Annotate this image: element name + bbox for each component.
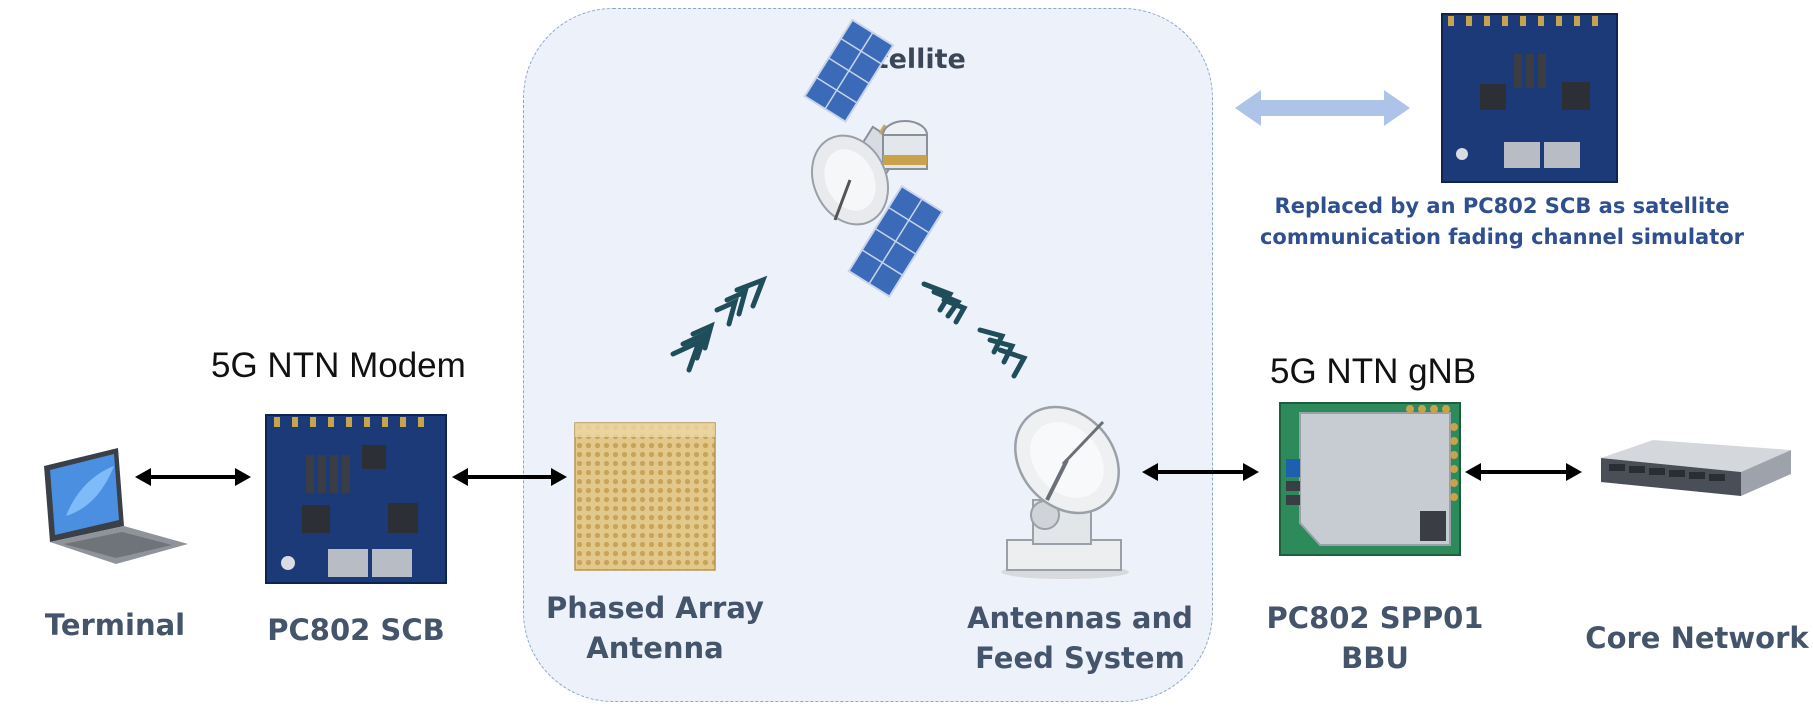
pcb-board-simulator-icon	[1441, 13, 1618, 183]
antennas-feed-label-line1: Antennas and	[967, 601, 1193, 635]
antennas-feed-label: Antennas and Feed System	[955, 598, 1205, 678]
ground-dish-icon	[1001, 405, 1129, 579]
note-line-2: communication fading channel simulator	[1259, 225, 1745, 249]
space-segment-box	[523, 8, 1213, 702]
server-rack-icon	[1601, 440, 1791, 496]
laptop-icon	[44, 448, 188, 564]
bbu-label-line2: BBU	[1341, 641, 1409, 675]
link-arrow-bbu-core-icon	[1465, 463, 1582, 481]
link-arrow-terminal-scb-icon	[135, 468, 251, 486]
core-network-label: Core Network	[1585, 621, 1809, 655]
replacement-note: Replaced by an PC802 SCB as satellite co…	[1242, 191, 1762, 253]
link-arrow-scb-phased-icon	[452, 468, 567, 486]
satellite-icon	[803, 18, 944, 298]
bbu-board-icon	[1279, 402, 1461, 556]
phased-array-label-line1: Phased Array	[546, 591, 764, 625]
phased-array-label-line2: Antenna	[586, 631, 724, 665]
scb-label: PC802 SCB	[267, 613, 445, 647]
signal-chevrons-uplink-icon	[670, 275, 768, 373]
link-arrow-dish-bbu-icon	[1142, 463, 1259, 481]
terminal-label: Terminal	[44, 608, 186, 642]
signal-chevrons-downlink-icon	[921, 281, 1028, 379]
modem-heading: 5G NTN Modem	[211, 346, 466, 385]
phased-array-panel-icon	[574, 422, 716, 571]
phased-array-label: Phased Array Antenna	[535, 588, 775, 668]
gnb-heading: 5G NTN gNB	[1270, 352, 1477, 391]
note-line-1: Replaced by an PC802 SCB as satellite	[1274, 194, 1730, 218]
replacement-double-arrow-icon	[1235, 90, 1410, 126]
bbu-label-line1: PC802 SPP01	[1266, 601, 1484, 635]
pcb-board-modem-icon	[265, 414, 447, 584]
antennas-feed-label-line2: Feed System	[975, 641, 1185, 675]
bbu-label: PC802 SPP01 BBU	[1255, 598, 1495, 678]
